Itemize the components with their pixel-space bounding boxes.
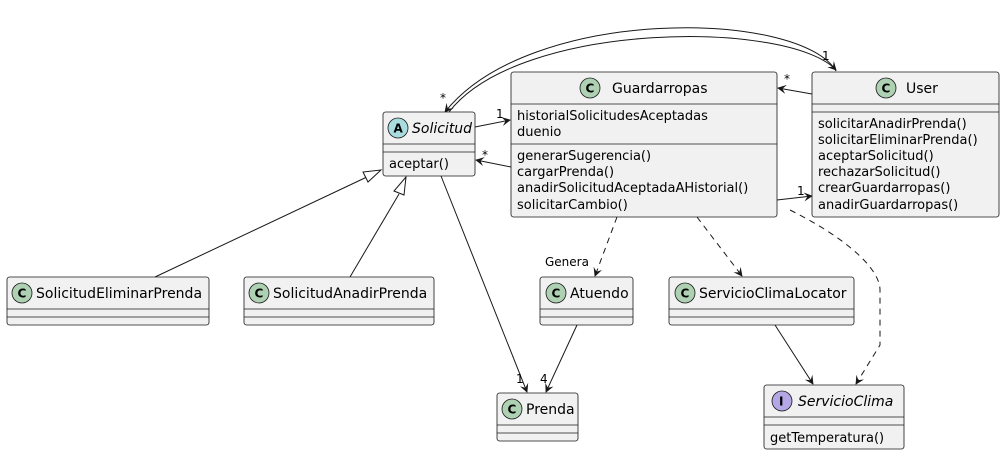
- method: anadirGuardarropas(): [818, 198, 958, 213]
- method: solicitarCambio(): [517, 198, 628, 213]
- edge-guardarropas-generates-atuendo: [593, 216, 618, 277]
- multiplicity-label: 1: [822, 49, 830, 63]
- generalization-heads: [362, 169, 407, 196]
- class-icon: [11, 282, 33, 304]
- method: getTemperatura(): [770, 431, 884, 446]
- edge-user-to-solicitud: [444, 27, 837, 113]
- method: solicitarEliminarPrenda(): [818, 133, 978, 148]
- edge-solicitud-to-prenda: [440, 175, 529, 393]
- stereotype-letter: A: [394, 122, 404, 136]
- multiplicity-label: *: [482, 148, 488, 162]
- class-user[interactable]: C User solicitarAnadirPrenda() solicitar…: [811, 71, 1000, 218]
- class-name: Atuendo: [570, 286, 629, 302]
- edge-solicitud-to-guardarropas: [474, 117, 511, 128]
- edge-user-to-guardarropas: [777, 84, 813, 95]
- stereotype-letter: C: [882, 82, 891, 96]
- class-name: SolicitudEliminarPrenda: [36, 286, 202, 302]
- interface-icon: [771, 390, 793, 412]
- method: cargarPrenda(): [517, 165, 614, 180]
- stereotype-letter: C: [586, 82, 595, 96]
- method: aceptarSolicitud(): [818, 149, 934, 164]
- class-icon: [545, 282, 567, 304]
- edge-eliminar-inherits-solicitud: [154, 175, 370, 278]
- edge-guardarropas-uses-locator: [696, 216, 743, 277]
- edge-guardarropas-uses-servicioclima: [789, 209, 881, 385]
- stereotype-letter: I: [779, 395, 783, 409]
- attribute: duenio: [517, 125, 561, 140]
- class-name: Prenda: [526, 402, 575, 418]
- edges: * 1 1 * * 1 1 4 Genera: [154, 27, 881, 393]
- class-solicitud-eliminar-prenda[interactable]: C SolicitudEliminarPrenda: [6, 276, 210, 326]
- attribute: historialSolicitudesAceptadas: [517, 109, 708, 124]
- edge-locator-to-servicioclima: [774, 324, 814, 385]
- edge-label-genera: Genera: [545, 255, 589, 269]
- interface-servicio-clima[interactable]: I ServicioClima getTemperatura(): [763, 384, 905, 450]
- class-name: User: [906, 81, 938, 97]
- class-icon: [248, 282, 270, 304]
- generalization-arrowhead: [393, 175, 407, 196]
- multiplicity-label: 4: [540, 372, 548, 386]
- multiplicity-label: *: [784, 72, 790, 86]
- class-prenda[interactable]: C Prenda: [496, 392, 579, 442]
- method: generarSugerencia(): [517, 149, 651, 164]
- stereotype-letter: C: [18, 287, 27, 301]
- multiplicity-label: 1: [797, 184, 805, 198]
- class-name: SolicitudAnadirPrenda: [273, 286, 427, 302]
- class-icon: [579, 77, 601, 99]
- class-atuendo[interactable]: C Atuendo: [539, 276, 634, 326]
- class-icon: [501, 398, 523, 420]
- edge-atuendo-to-prenda: [545, 324, 578, 393]
- multiplicity-label: 1: [516, 372, 524, 386]
- class-guardarropas[interactable]: C Guardarropas historialSolicitudesAcept…: [510, 71, 778, 218]
- method: aceptar(): [389, 157, 449, 172]
- method: anadirSolicitudAceptadaAHistorial(): [517, 181, 748, 196]
- edge-guardarropas-to-solicitud: [475, 157, 512, 168]
- class-name: ServicioClimaLocator: [699, 286, 847, 302]
- method: solicitarAnadirPrenda(): [818, 117, 967, 132]
- multiplicity-label: *: [440, 91, 446, 105]
- generalization-arrowhead: [362, 169, 383, 183]
- class-name: ServicioClima: [798, 394, 893, 410]
- stereotype-letter: C: [681, 287, 690, 301]
- stereotype-letter: C: [255, 287, 264, 301]
- method: rechazarSolicitud(): [818, 165, 940, 180]
- class-name: Guardarropas: [612, 81, 708, 97]
- class-name: Solicitud: [412, 121, 472, 137]
- edge-guardarropas-to-user: [776, 192, 813, 202]
- edge-anadir-inherits-solicitud: [349, 193, 400, 278]
- abstract-class-icon: [387, 117, 409, 139]
- edge-solicitud-to-user: [448, 36, 837, 113]
- stereotype-letter: C: [552, 287, 561, 301]
- class-servicio-clima-locator[interactable]: C ServicioClimaLocator: [668, 276, 855, 326]
- class-solicitud-anadir-prenda[interactable]: C SolicitudAnadirPrenda: [243, 276, 435, 326]
- class-icon: [875, 77, 897, 99]
- multiplicity-label: 1: [496, 107, 504, 121]
- stereotype-letter: C: [508, 403, 517, 417]
- class-solicitud[interactable]: A Solicitud aceptar(): [382, 111, 476, 177]
- class-icon: [674, 282, 696, 304]
- method: crearGuardarropas(): [818, 181, 950, 196]
